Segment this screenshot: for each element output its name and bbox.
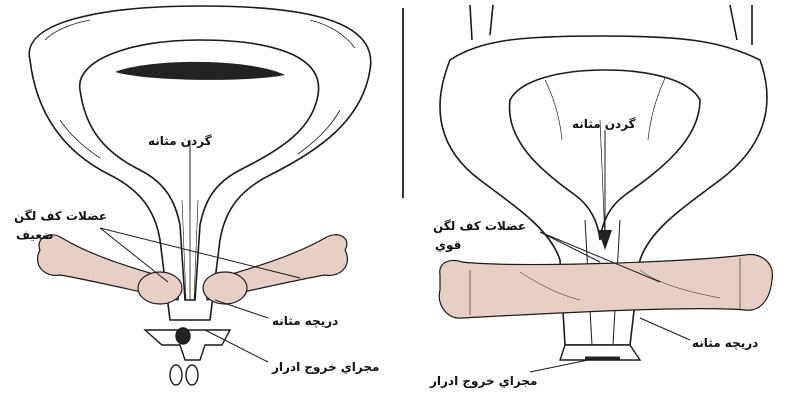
left-label-bladder-valve: دریچه مثانه (272, 314, 338, 328)
left-urine-drop-1 (170, 365, 182, 385)
left-label-urethra: مجراي خروج ادرار (272, 360, 379, 374)
right-pelvic-muscle (439, 254, 772, 318)
right-urethra-base (560, 345, 640, 360)
right-label-pelvic-muscles-strong: قوي (435, 238, 461, 252)
right-muscle-band (439, 254, 772, 318)
right-label-pelvic-muscles: عضلات کف لگن (433, 219, 526, 233)
left-urine-drop-2 (186, 365, 198, 385)
right-label-bladder-valve: دریچه مثانه (692, 336, 758, 350)
left-urethra-drop (176, 328, 190, 344)
left-label-pelvic-muscles-weak: ضعیف (16, 228, 54, 242)
left-label-pelvic-muscles: عضلات کف لگن (14, 209, 107, 223)
left-label-bladder-neck: گردن مثانه (148, 134, 212, 148)
right-label-urethra: مجراي خروج ادرار (430, 374, 537, 388)
right-label-bladder-neck: گردن مثانه (572, 117, 636, 131)
